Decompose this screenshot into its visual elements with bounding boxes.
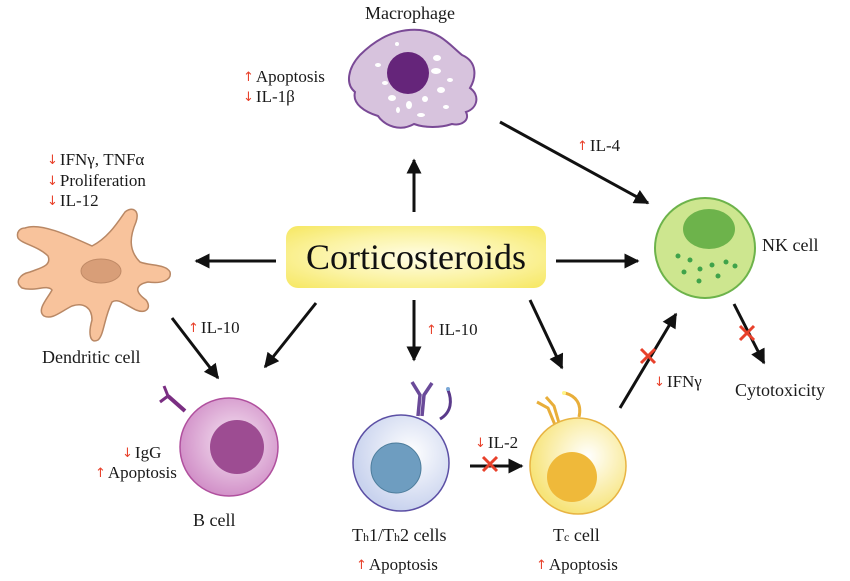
b-cell-icon (159, 385, 279, 497)
dendritic-effect: ↓Proliferation (47, 171, 146, 193)
decrease-arrow-icon: ↓ (243, 90, 254, 105)
decrease-arrow-icon: ↓ (47, 174, 58, 189)
effect-text: Apoptosis (107, 463, 177, 482)
effect-text: Apoptosis (255, 67, 325, 86)
dendritic-cell-icon (16, 208, 171, 342)
b-cell-effect: ↓IgG (122, 443, 161, 465)
b-cell-effect: ↑Apoptosis (95, 463, 177, 485)
macrophage-effect: ↓IL-1β (243, 87, 295, 109)
name-part: T (352, 525, 363, 545)
arrow-macrophage-to-nk (499, 120, 650, 205)
corticosteroids-box: Corticosteroids (286, 226, 546, 288)
pathway-text: IL-4 (589, 136, 621, 155)
name-part: T (553, 525, 564, 545)
dendritic-cell-label: Dendritic cell (42, 347, 141, 367)
name-part: 1/T (369, 525, 394, 545)
tc-cell-effect: ↑Apoptosis (536, 555, 618, 577)
name-part: c (564, 530, 570, 544)
name-part: h (394, 530, 400, 544)
decrease-arrow-icon: ↓ (47, 194, 58, 209)
nk-cell-label: NK cell (762, 235, 819, 255)
block-crosses (481, 324, 756, 473)
increase-arrow-icon: ↑ (577, 139, 588, 154)
decrease-arrow-icon: ↓ (47, 153, 58, 168)
pathway-text: IL-2 (487, 433, 519, 452)
pathway-label-th-to-tc: ↓IL-2 (475, 433, 518, 455)
increase-arrow-icon: ↑ (95, 466, 106, 481)
decrease-arrow-icon: ↓ (122, 446, 133, 461)
effect-text: IL-12 (59, 191, 99, 210)
macrophage-cell-icon (348, 28, 478, 129)
th-cell-icon (352, 381, 452, 512)
pathway-label-macrophage-to-nk: ↑IL-4 (577, 136, 620, 158)
increase-arrow-icon: ↑ (426, 323, 437, 338)
pathway-text: IL-10 (200, 318, 240, 337)
effect-text: Apoptosis (368, 555, 438, 574)
decrease-arrow-icon: ↓ (475, 436, 486, 451)
block-cross-icon (738, 324, 756, 342)
arrows (170, 120, 766, 474)
tc-cell-label: Tc cell (553, 525, 600, 547)
block-cross-icon (639, 347, 657, 365)
dendritic-effect: ↓IFNγ, TNFα (47, 150, 144, 172)
tc-cell-icon (529, 391, 627, 515)
increase-arrow-icon: ↑ (356, 558, 367, 573)
effect-text: IFNγ, TNFα (59, 150, 145, 169)
effect-text: IL-1β (255, 87, 295, 106)
block-cross-icon (481, 455, 499, 473)
name-part: 2 cells (400, 525, 447, 545)
corticosteroids-label: Corticosteroids (306, 237, 526, 277)
nk-cell-icon (654, 197, 756, 299)
increase-arrow-icon: ↑ (188, 321, 199, 336)
th-cells-label: Th1/Th2 cells (352, 525, 447, 547)
effect-text: IgG (134, 443, 162, 462)
pathway-text: IL-10 (438, 320, 478, 339)
effect-text: Apoptosis (548, 555, 618, 574)
macrophage-effect: ↑Apoptosis (243, 67, 325, 89)
effect-text: Proliferation (59, 171, 146, 190)
increase-arrow-icon: ↑ (536, 558, 547, 573)
increase-arrow-icon: ↑ (243, 70, 254, 85)
dendritic-effect: ↓IL-12 (47, 191, 99, 213)
arrow-dc-to-b-cell (170, 317, 220, 380)
name-part: cell (569, 525, 600, 545)
b-cell-label: B cell (193, 510, 236, 530)
name-part: h (363, 530, 369, 544)
arrow-tc-to-nk (618, 312, 678, 409)
pathway-text: IFNγ (666, 372, 702, 391)
pathway-label-tc-to-nk: ↓IFNγ (654, 372, 702, 394)
cytotoxicity-label: Cytotoxicity (735, 380, 825, 400)
macrophage-label: Macrophage (365, 3, 455, 23)
arrow-to-tc (528, 299, 564, 370)
th-cells-effect: ↑Apoptosis (356, 555, 438, 577)
pathway-label-center-to-th: ↑IL-10 (426, 320, 478, 342)
decrease-arrow-icon: ↓ (654, 375, 665, 390)
pathway-label-dc-to-b: ↑IL-10 (188, 318, 240, 340)
arrow-to-b-cell (263, 302, 318, 369)
